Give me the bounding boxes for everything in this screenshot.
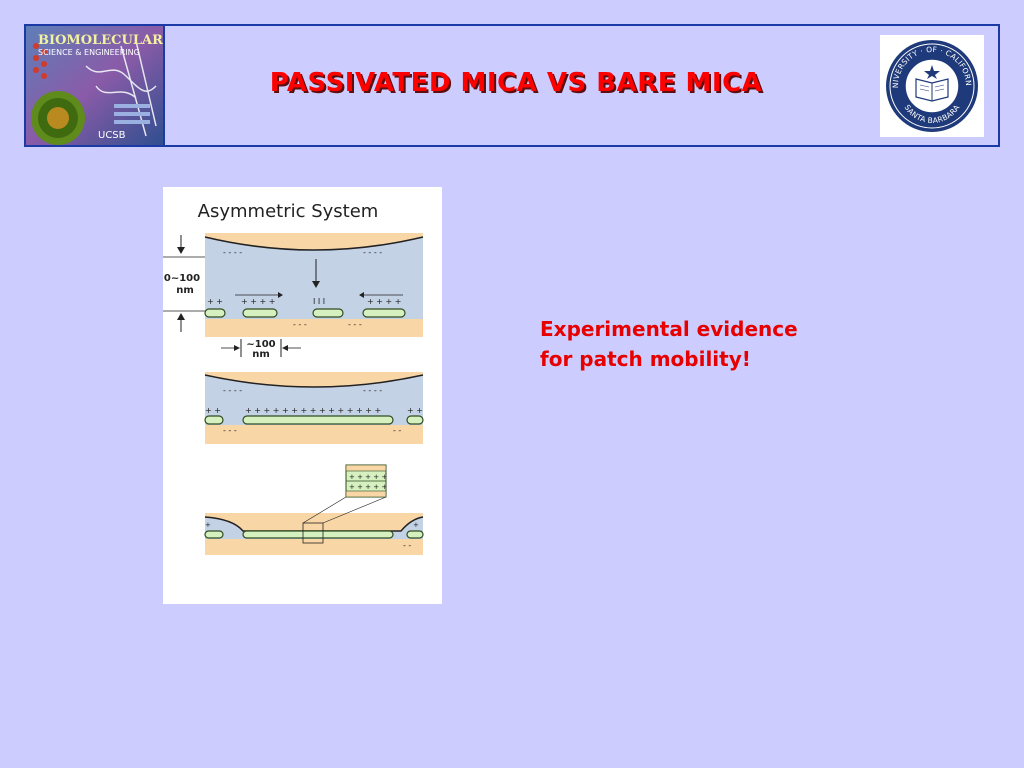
- figure-title: Asymmetric System: [198, 201, 379, 222]
- patch-label-1: ~100: [246, 339, 275, 350]
- evidence-line-2: for patch mobility!: [540, 347, 751, 371]
- gap-label-1: 0~100: [164, 273, 200, 284]
- asymmetric-system-figure: Asymmetric System - - - - - - - - + + + …: [163, 187, 442, 604]
- svg-text:- -: - -: [403, 541, 411, 550]
- svg-text:- - - -: - - - -: [223, 248, 242, 257]
- gap-dimension: 0~100 nm: [163, 235, 205, 332]
- svg-text:+ + + +: + + + +: [241, 297, 275, 306]
- title-bar: BIOMOLECULAR SCIENCE & ENGINEERING UCSB …: [24, 24, 1000, 147]
- evidence-text: Experimental evidence for patch mobility…: [540, 314, 798, 374]
- svg-text:+ + + + +: + + + + +: [349, 473, 387, 481]
- svg-text:+ +: + +: [407, 406, 423, 415]
- logo-text-1: BIOMOLECULAR: [38, 33, 163, 48]
- gap-label-2: nm: [176, 285, 194, 296]
- panel-approach: - - - - - - - - + + + + + + I I I + + + …: [204, 233, 424, 337]
- svg-text:- - -: - - -: [348, 320, 362, 329]
- logo-text-2: SCIENCE & ENGINEERING: [38, 48, 140, 57]
- panel-adhesion: + + - - + + + + + + + + + +: [204, 464, 424, 555]
- svg-text:- - - -: - - - -: [223, 386, 242, 395]
- svg-text:+ +: + +: [205, 406, 221, 415]
- uc-santa-barbara-seal: UNIVERSITY · OF · CALIFORNIA SANTA BARBA…: [877, 28, 984, 137]
- svg-text:+ + + + +: + + + + +: [349, 483, 387, 491]
- svg-text:+ + + +: + + + +: [367, 297, 401, 306]
- svg-text:I I I: I I I: [313, 297, 325, 306]
- svg-text:- - -: - - -: [223, 426, 237, 435]
- evidence-line-1: Experimental evidence: [540, 317, 798, 341]
- svg-text:- - - -: - - - -: [363, 386, 382, 395]
- svg-text:+ +: + +: [207, 297, 223, 306]
- svg-text:+: +: [413, 521, 419, 529]
- bmse-logo: BIOMOLECULAR SCIENCE & ENGINEERING UCSB: [26, 26, 165, 145]
- svg-text:- -: - -: [393, 426, 401, 435]
- svg-text:- - - -: - - - -: [363, 248, 382, 257]
- page-title: PASSIVATED MICA VS BARE MICA: [269, 68, 763, 98]
- svg-text:- - -: - - -: [293, 320, 307, 329]
- open-book-icon: [915, 65, 949, 102]
- patch-label-2: nm: [252, 349, 270, 360]
- patch-dimension: ~100 nm: [221, 339, 301, 360]
- logo-text-3: UCSB: [98, 130, 126, 141]
- panel-contact: - - - - - - - - + + + + + + + + + + + + …: [204, 372, 424, 444]
- svg-text:+ + + + + + + + + + + + + + +: + + + + + + + + + + + + + + +: [245, 406, 381, 415]
- svg-text:+: +: [205, 521, 211, 529]
